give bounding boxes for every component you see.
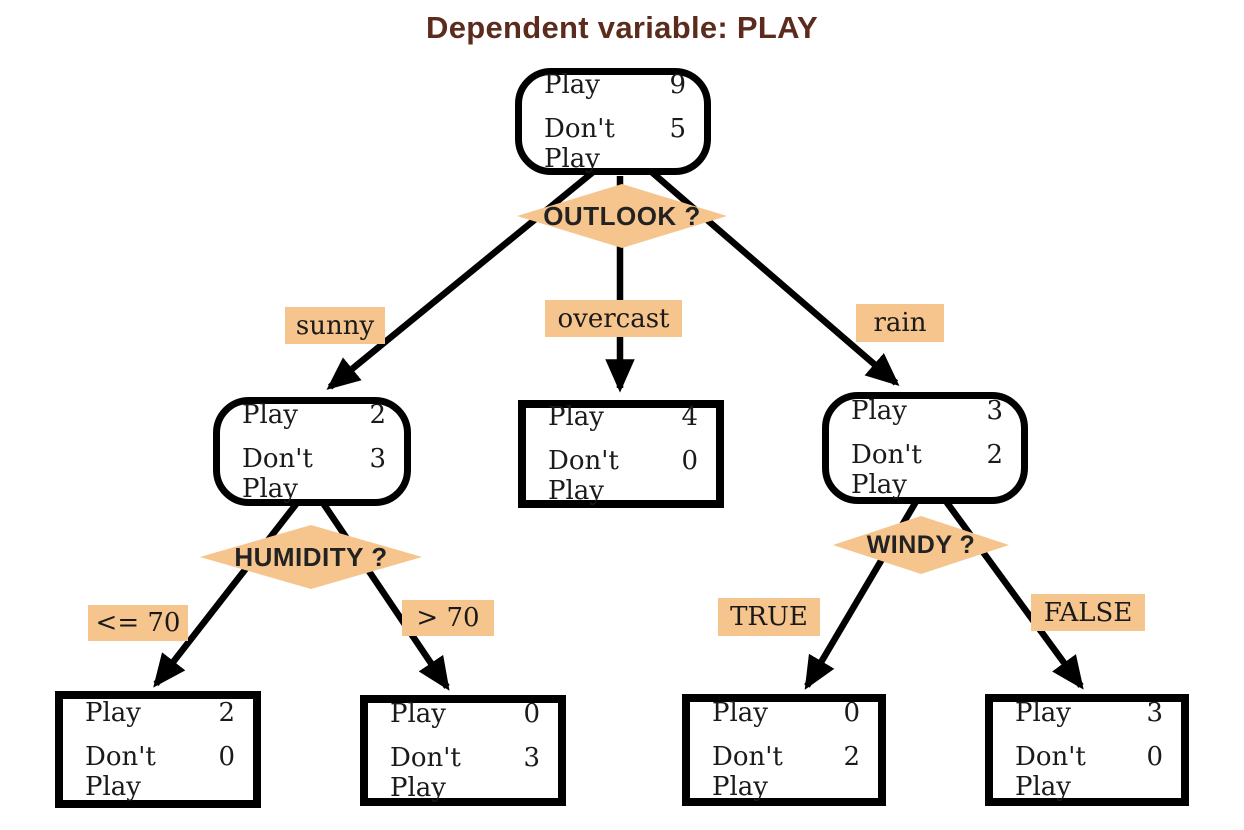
- node-outlook-rain: Play 3 Don't Play 2: [822, 392, 1028, 504]
- dont-play-label: Don't Play: [1015, 742, 1086, 802]
- dont-play-count: 2: [986, 440, 1003, 470]
- dont-play-label: Don't Play: [851, 440, 922, 500]
- play-count: 0: [523, 698, 540, 729]
- dont-play-label: Don't Play: [712, 742, 783, 802]
- play-row: Play 0: [712, 698, 860, 728]
- dont-play-count: 3: [523, 742, 540, 773]
- dont-play-count: 5: [669, 113, 686, 144]
- split-outlook-label: OUTLOOK ?: [543, 200, 701, 231]
- node-root: Play 9 Don't Play 5: [515, 68, 711, 175]
- split-windy-label: WINDY ?: [866, 530, 976, 559]
- play-count: 4: [681, 402, 698, 432]
- edge-sunny-le70: [153, 501, 300, 688]
- edge-root-rain: [644, 165, 900, 386]
- dont-play-row: Don't Play 0: [85, 742, 235, 802]
- branch-label-humidity-gt: > 70: [402, 600, 494, 636]
- play-count: 3: [1146, 698, 1163, 728]
- branch-label-windy-false: FALSE: [1031, 594, 1145, 631]
- play-count: 2: [218, 697, 235, 728]
- edge-sunny-gt70: [320, 501, 450, 691]
- play-count: 3: [986, 396, 1003, 426]
- node-humidity-le70: Play 2 Don't Play 0: [55, 691, 261, 808]
- node-humidity-gt70: Play 0 Don't Play 3: [360, 695, 566, 806]
- play-label: Play: [85, 697, 141, 728]
- dont-play-row: Don't Play 3: [390, 743, 540, 803]
- page-title: Dependent variable: PLAY: [426, 10, 818, 45]
- play-row: Play 4: [548, 402, 698, 432]
- node-outlook-overcast: Play 4 Don't Play 0: [518, 400, 724, 508]
- play-label: Play: [712, 698, 768, 728]
- edge-root-sunny: [326, 165, 601, 390]
- play-label: Play: [544, 69, 600, 100]
- play-row: Play 3: [1015, 698, 1163, 728]
- play-label: Play: [548, 402, 604, 432]
- play-row: Play 9: [544, 70, 686, 100]
- dont-play-label: Don't Play: [390, 742, 461, 803]
- dont-play-count: 2: [843, 742, 860, 772]
- dont-play-row: Don't Play 3: [242, 444, 386, 504]
- dont-play-row: Don't Play 0: [1015, 742, 1163, 802]
- play-row: Play 3: [851, 396, 1003, 426]
- dont-play-label: Don't Play: [242, 443, 313, 504]
- play-label: Play: [242, 399, 298, 430]
- play-label: Play: [390, 698, 446, 729]
- branch-label-windy-true: TRUE: [718, 598, 820, 636]
- branch-label-rain: rain: [856, 304, 944, 342]
- branch-label-humidity-le: <= 70: [88, 605, 188, 641]
- dont-play-row: Don't Play 2: [851, 440, 1003, 500]
- play-row: Play 0: [390, 699, 540, 729]
- dont-play-label: Don't Play: [85, 741, 156, 802]
- dont-play-count: 0: [681, 446, 698, 476]
- branch-label-overcast: overcast: [545, 300, 682, 337]
- dont-play-count: 0: [218, 741, 235, 772]
- node-windy-false: Play 3 Don't Play 0: [985, 694, 1189, 806]
- node-outlook-sunny: Play 2 Don't Play 3: [213, 397, 411, 506]
- play-row: Play 2: [242, 400, 386, 430]
- dont-play-row: Don't Play 5: [544, 114, 686, 174]
- dont-play-label: Don't Play: [548, 446, 619, 506]
- dont-play-count: 3: [369, 443, 386, 474]
- dont-play-count: 0: [1146, 742, 1163, 772]
- split-humidity-label: HUMIDITY ?: [234, 541, 388, 572]
- branch-label-sunny: sunny: [285, 307, 385, 344]
- play-count: 0: [843, 698, 860, 728]
- play-count: 2: [369, 399, 386, 430]
- dont-play-row: Don't Play 2: [712, 742, 860, 802]
- play-row: Play 2: [85, 698, 235, 728]
- play-label: Play: [1015, 698, 1071, 728]
- dont-play-row: Don't Play 0: [548, 446, 698, 506]
- play-label: Play: [851, 396, 907, 426]
- dont-play-label: Don't Play: [544, 113, 615, 174]
- play-count: 9: [669, 69, 686, 100]
- node-windy-true: Play 0 Don't Play 2: [682, 694, 886, 806]
- edge-rain-false: [942, 498, 1084, 690]
